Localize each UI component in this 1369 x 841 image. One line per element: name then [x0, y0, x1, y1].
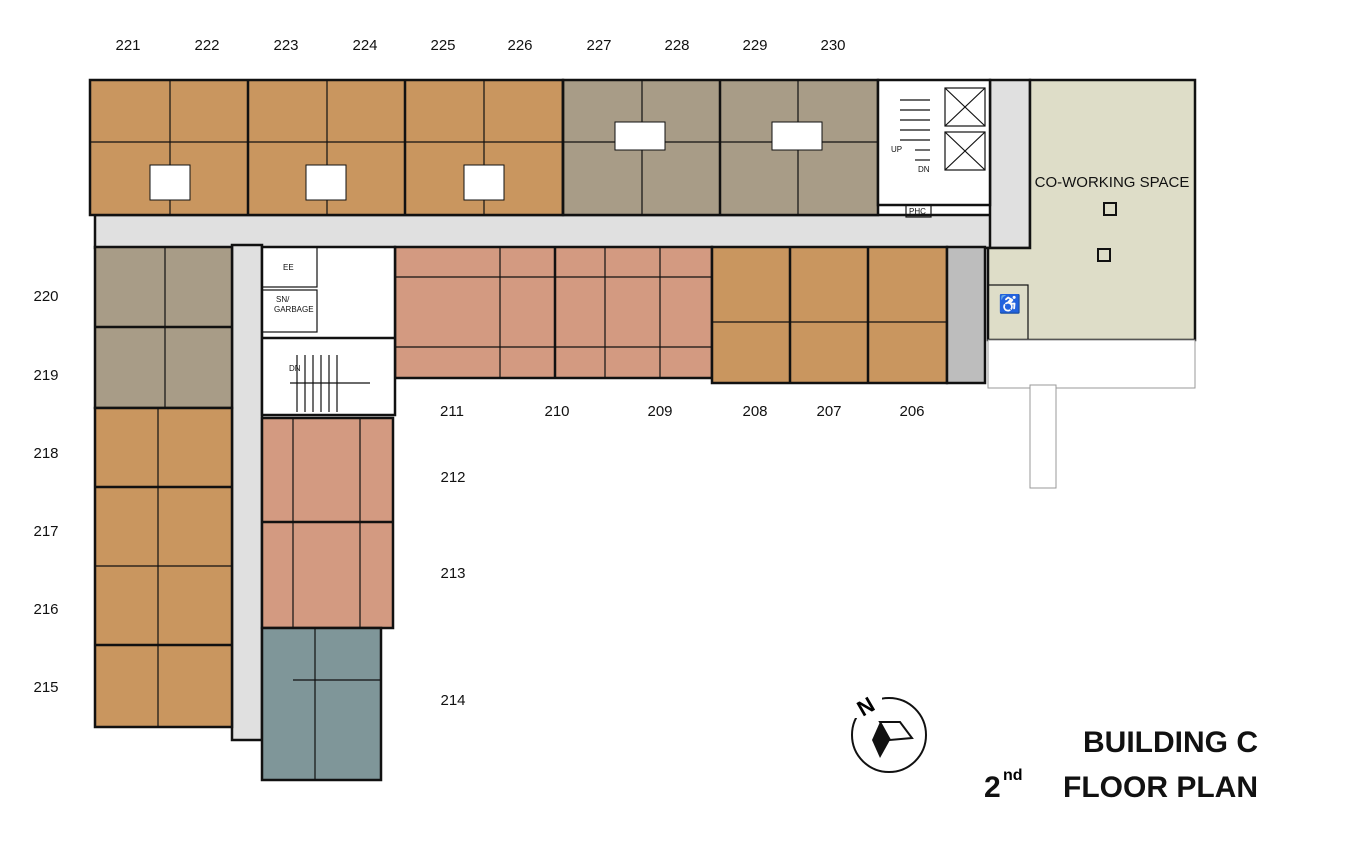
floor-plan-title: FLOOR PLAN	[1063, 771, 1258, 804]
units-206-208-block	[710, 245, 949, 385]
unit-label: 208	[742, 403, 767, 420]
north-compass-icon: N	[851, 692, 927, 773]
unit-label: 219	[33, 367, 58, 384]
unit-label: 206	[899, 403, 924, 420]
unit-label: 226	[507, 37, 532, 54]
exterior-stair	[1029, 384, 1057, 489]
left-unit-labels: 220 219 218 217 216 215	[33, 288, 58, 696]
unit-label: 214	[440, 692, 465, 709]
floor-ordinal: nd	[1003, 767, 1023, 784]
top-units	[88, 78, 880, 217]
stair-down-label-2: DN	[289, 364, 301, 373]
phc-label: PHC	[909, 207, 926, 216]
elevator-1	[944, 87, 986, 127]
accessible-restroom-icon: ♿	[999, 293, 1021, 314]
unit-label: 207	[816, 403, 841, 420]
unit-label: 230	[820, 37, 845, 54]
sn-label: SN/	[276, 295, 290, 304]
stair-down-label: DN	[918, 165, 930, 174]
unit-label: 211	[440, 403, 464, 420]
unit-label: 221	[115, 37, 140, 54]
stair-treads	[900, 99, 930, 161]
unit-label: 217	[33, 523, 58, 540]
unit-label: 210	[544, 403, 569, 420]
garbage-label: GARBAGE	[274, 305, 314, 314]
service-strip	[945, 245, 987, 385]
corridor-core	[988, 78, 1032, 250]
unit-label: 222	[194, 37, 219, 54]
elevator-2	[944, 131, 986, 171]
unit-label: 215	[33, 679, 58, 696]
unit-label: 223	[273, 37, 298, 54]
unit-label: 224	[352, 37, 377, 54]
unit-label: 218	[33, 445, 58, 462]
unit-label: 209	[647, 403, 672, 420]
unit-label: 225	[430, 37, 455, 54]
stair-up-label: UP	[891, 145, 902, 154]
unit-label: 228	[664, 37, 689, 54]
top-unit-labels: 221 222 223 224 225 226 227 228 229 230	[115, 37, 845, 54]
unit-label: 227	[586, 37, 611, 54]
units-215-218-block	[93, 406, 234, 729]
terrace	[987, 339, 1196, 389]
ee-label: EE	[283, 263, 294, 272]
unit-label: 212	[440, 469, 465, 486]
corridor-west	[230, 243, 264, 742]
building-title: BUILDING C	[1083, 726, 1258, 759]
unit-214-block	[260, 626, 383, 782]
units-209-211-block	[393, 245, 714, 380]
unit-label: 229	[742, 37, 767, 54]
unit-label: 213	[440, 565, 465, 582]
unit-label: 220	[33, 288, 58, 305]
middle-unit-labels: 211 210 209 208 207 206	[440, 403, 924, 420]
unit-label: 216	[33, 601, 58, 618]
corridor-main	[93, 213, 1032, 250]
floor-number: 2	[984, 771, 1001, 804]
wing-unit-labels: 212 213 214	[440, 469, 465, 709]
co-working-label: CO-WORKING SPACE	[1035, 174, 1190, 191]
